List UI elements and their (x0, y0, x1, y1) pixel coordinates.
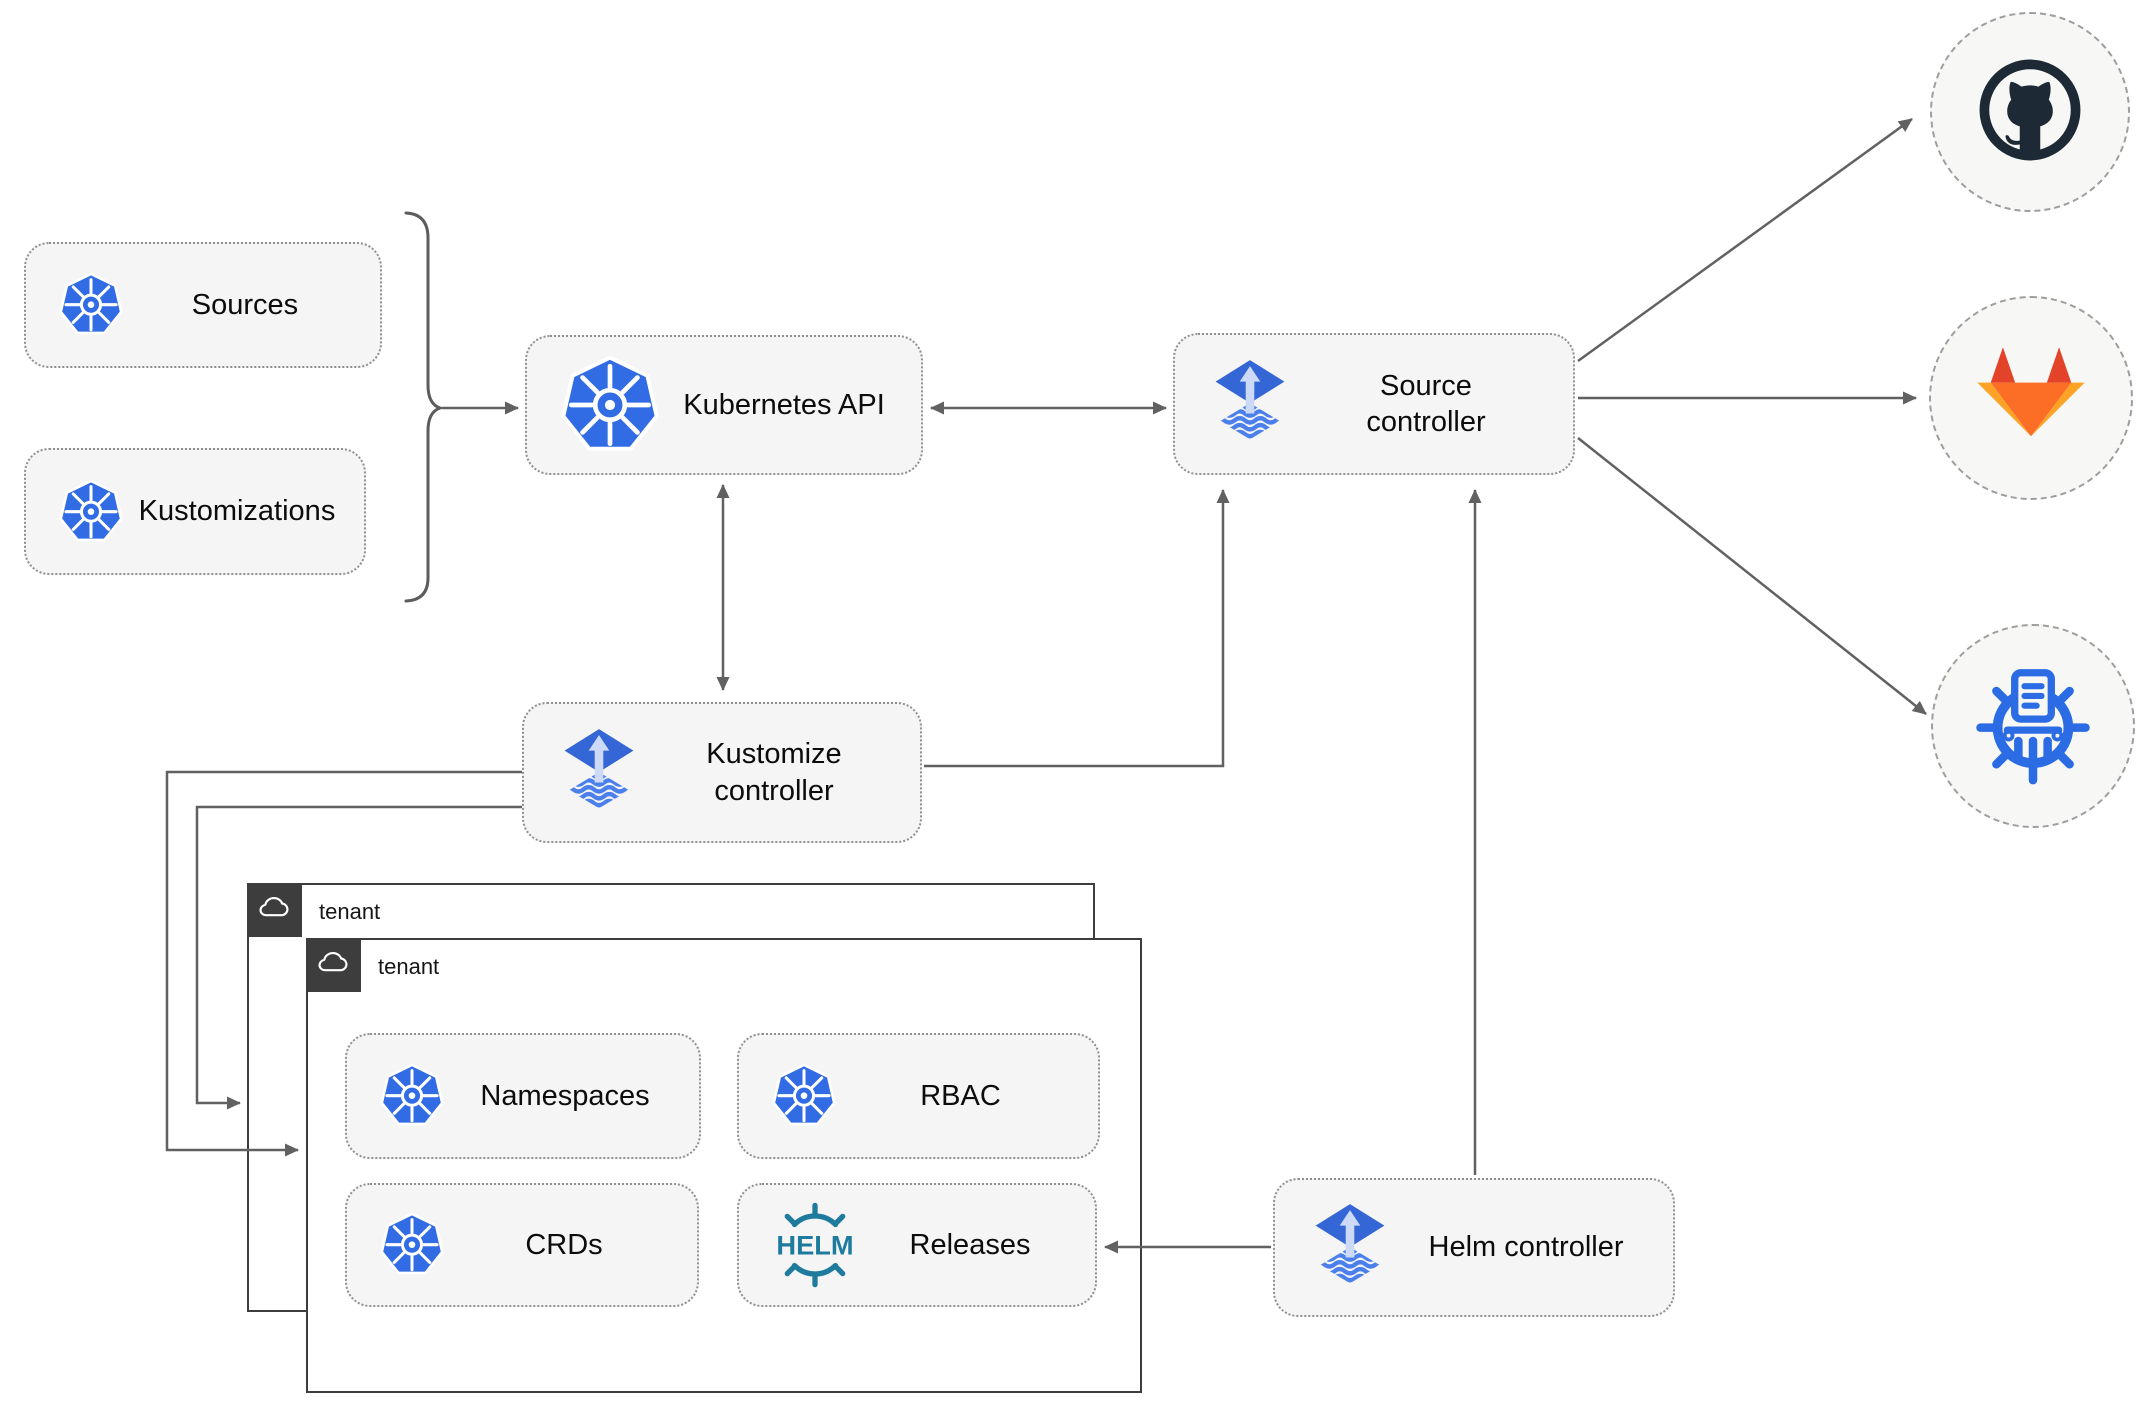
node-rbac: RBAC (737, 1033, 1100, 1159)
node-label: Kustomize controller (706, 738, 842, 807)
node-label: CRDs (525, 1228, 603, 1261)
kubernetes-icon (58, 273, 124, 337)
node-helm-controller: Helm controller (1273, 1178, 1675, 1317)
flux-icon (1207, 359, 1293, 449)
node-crds: CRDs (345, 1183, 699, 1307)
flux-icon (1307, 1203, 1393, 1293)
gitlab-circle (1929, 296, 2133, 500)
helm-icon: HELM (771, 1201, 859, 1289)
edge-source-to-github (1577, 117, 1913, 363)
node-label: Source controller (1366, 369, 1486, 438)
group-brace (404, 211, 445, 603)
node-label: RBAC (920, 1079, 1001, 1112)
node-kustomize-controller: Kustomize controller (522, 702, 922, 843)
kubernetes-icon (58, 479, 124, 544)
node-label: Helm controller (1428, 1231, 1624, 1264)
node-namespaces: Namespaces (345, 1033, 701, 1159)
kubernetes-icon (771, 1064, 837, 1128)
edge-source-to-chartmuseum (1577, 437, 1927, 715)
node-label: Namespaces (480, 1079, 650, 1112)
node-source-controller: Source controller (1173, 333, 1575, 475)
tenant-box-front: tenant (305, 937, 1142, 1393)
tenant-header (246, 882, 302, 937)
kubernetes-icon (379, 1064, 445, 1128)
tenant-label: tenant (319, 899, 381, 924)
chartmuseum-icon (1972, 663, 2094, 790)
gitlab-icon (1970, 341, 2092, 456)
tenant-header (305, 937, 361, 992)
node-kustomizations: Kustomizations (24, 448, 366, 575)
node-kubernetes-api: Kubernetes API (525, 335, 923, 475)
node-sources: Sources (24, 242, 382, 368)
kubernetes-icon (559, 355, 661, 455)
node-label: Releases (909, 1228, 1031, 1261)
edge-kustomize-to-source (924, 489, 1230, 768)
github-circle (1930, 12, 2130, 212)
cloud-icon (316, 950, 350, 979)
node-label: Kustomizations (138, 495, 336, 528)
github-icon (1973, 53, 2087, 172)
flux-icon (556, 728, 642, 818)
node-label: Kubernetes API (683, 388, 885, 421)
svg-text:HELM: HELM (776, 1230, 853, 1261)
cloud-icon (257, 895, 291, 924)
kubernetes-icon (379, 1213, 445, 1277)
node-label: Sources (191, 288, 299, 321)
tenant-label: tenant (378, 954, 440, 979)
chartmuseum-circle (1931, 624, 2135, 828)
node-releases: HELM Releases (737, 1183, 1097, 1307)
